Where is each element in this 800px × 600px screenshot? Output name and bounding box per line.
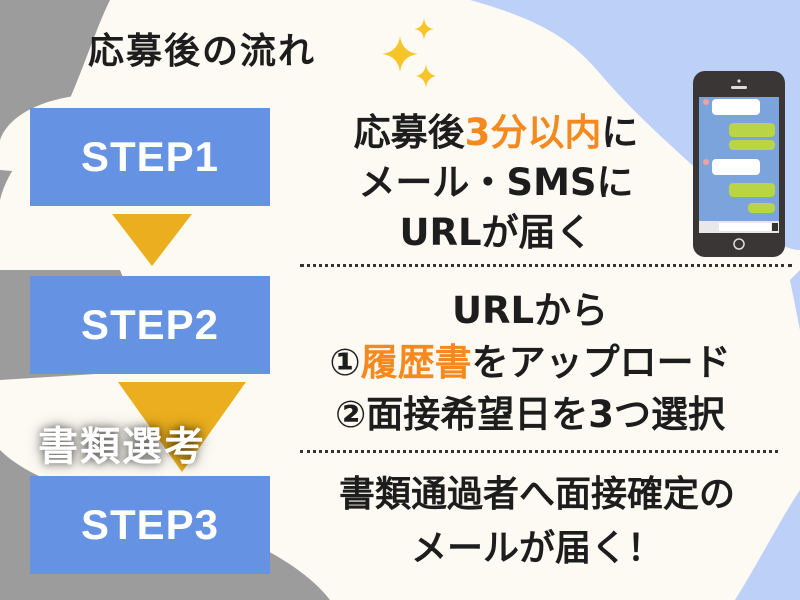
step1-line1: 応募後3分以内に [296,108,696,158]
step2-description: URLから ①履歴書をアップロード ②面接希望日を3つ選択 [275,285,785,441]
step3-line2: メールが届く！ [410,528,663,569]
step2-line2-post: をアップロード [471,341,731,384]
step1-description: 応募後3分以内に メール・SMSに URLが届く [296,108,696,258]
down-arrow-icon [112,214,192,266]
step2-line2: ①履歴書をアップロード [275,337,785,389]
step2-line1: URLから [451,289,609,332]
step2-box: STEP2 [30,276,270,374]
step2-line3: ②面接希望日を3つ選択 [334,393,726,436]
step1-line3: URLが届く [399,211,593,254]
step3-description: 書類通過者へ面接確定の メールが届く！ [282,468,792,576]
divider [300,264,792,267]
step3-box: STEP3 [30,476,270,574]
step1-box: STEP1 [30,108,270,206]
step1-line1-post: に [601,111,639,154]
page-title: 応募後の流れ [88,31,317,72]
step1-highlight: 3分以内 [464,111,602,154]
step1-line1-pre: 応募後 [353,111,465,154]
divider [300,450,778,453]
down-arrow-icon [118,382,246,472]
step3-line1: 書類通過者へ面接確定の [338,474,735,515]
smartphone-chat-icon [693,71,785,257]
sparkle-icon [382,18,436,88]
step2-highlight: 履歴書 [360,341,472,384]
document-screening-label: 書類選考 [38,424,206,470]
step2-line2-prefix: ① [329,341,361,384]
step1-line2: メール・SMSに [358,161,634,204]
